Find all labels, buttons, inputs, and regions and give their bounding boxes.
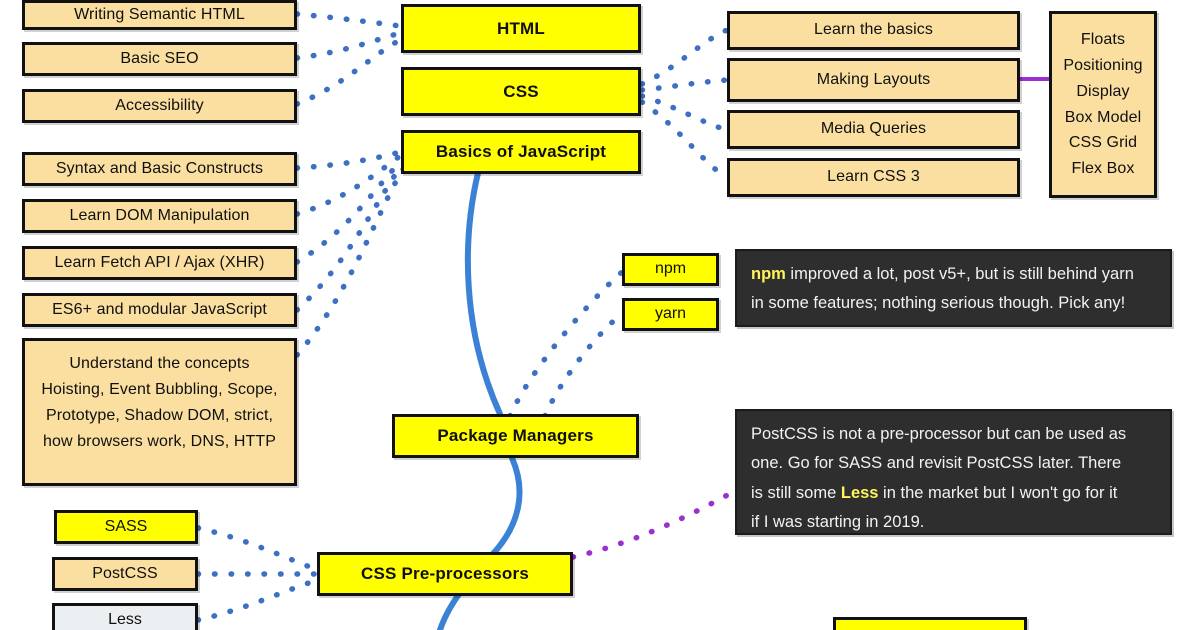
node-accessibility[interactable]: Accessibility bbox=[22, 89, 297, 123]
link-accessibility-to-html bbox=[294, 37, 403, 107]
node-layout-topics[interactable]: Floats Positioning Display Box Model CSS… bbox=[1049, 11, 1157, 198]
node-label: Less bbox=[108, 610, 142, 628]
node-making-layouts[interactable]: Making Layouts bbox=[727, 58, 1020, 102]
layout-topic-positioning: Positioning bbox=[1063, 56, 1143, 74]
note-npm-line-1: npm improved a lot, post v5+, but is sti… bbox=[751, 260, 1156, 289]
spine-preprocessors-down bbox=[437, 587, 465, 630]
node-learn-the-basics[interactable]: Learn the basics bbox=[727, 11, 1020, 50]
node-learn-css-3[interactable]: Learn CSS 3 bbox=[727, 158, 1020, 197]
node-label: Media Queries bbox=[820, 120, 927, 138]
link-dom-to-js bbox=[294, 153, 403, 217]
node-label: SASS bbox=[104, 517, 148, 535]
js-concepts-line-3: Prototype, Shadow DOM, strict, bbox=[45, 406, 274, 424]
node-writing-semantic-html[interactable]: Writing Semantic HTML bbox=[22, 0, 297, 30]
node-label: Learn Fetch API / Ajax (XHR) bbox=[54, 253, 265, 271]
link-concepts-to-js bbox=[294, 165, 407, 358]
node-learn-dom-manipulation[interactable]: Learn DOM Manipulation bbox=[22, 199, 297, 233]
node-label: Package Managers bbox=[437, 426, 594, 446]
node-label: HTML bbox=[496, 18, 545, 38]
link-pkg-to-npm bbox=[507, 269, 625, 419]
node-media-queries[interactable]: Media Queries bbox=[727, 110, 1020, 149]
node-label: Learn DOM Manipulation bbox=[69, 206, 250, 224]
note-postcss: PostCSS is not a pre-processor but can b… bbox=[735, 409, 1172, 535]
node-label: Basic SEO bbox=[120, 49, 199, 67]
js-concepts-line-1: Understand the concepts bbox=[69, 355, 250, 372]
node-learn-fetch-api-ajax[interactable]: Learn Fetch API / Ajax (XHR) bbox=[22, 246, 297, 280]
spine-package-managers-to-preprocessors bbox=[484, 455, 523, 563]
node-syntax-and-basic-constructs[interactable]: Syntax and Basic Constructs bbox=[22, 152, 297, 186]
node-sass[interactable]: SASS bbox=[54, 510, 198, 544]
node-label: ES6+ and modular JavaScript bbox=[52, 300, 267, 318]
layout-topic-box-model: Box Model bbox=[1064, 108, 1142, 126]
js-concepts-lines: Understand the concepts Hoisting, Event … bbox=[35, 341, 283, 463]
node-label: Basics of JavaScript bbox=[435, 142, 607, 162]
link-css-to-media bbox=[639, 93, 730, 133]
link-fetch-to-js bbox=[294, 157, 405, 265]
node-label: CSS Pre-processors bbox=[360, 564, 529, 584]
link-syntax-to-js bbox=[294, 149, 403, 171]
note-postcss-line-3: is still some Less in the market but I w… bbox=[751, 479, 1156, 508]
note-npm: npm improved a lot, post v5+, but is sti… bbox=[735, 249, 1172, 327]
node-label: Syntax and Basic Constructs bbox=[55, 159, 264, 177]
note-postcss-line-3-pre: is still some bbox=[751, 483, 841, 502]
note-npm-highlight: npm bbox=[751, 265, 786, 283]
link-es6-to-js bbox=[294, 161, 406, 313]
node-label: Writing Semantic HTML bbox=[74, 5, 245, 23]
node-npm[interactable]: npm bbox=[622, 253, 719, 286]
node-label: Making Layouts bbox=[816, 70, 931, 88]
link-basic-seo-to-html bbox=[294, 30, 403, 61]
link-css-to-layouts bbox=[639, 77, 730, 93]
node-label: Accessibility bbox=[115, 96, 204, 114]
node-postcss[interactable]: PostCSS bbox=[52, 557, 198, 591]
js-concepts-line-4: how browsers work, DNS, HTTP bbox=[42, 432, 277, 450]
layout-topic-display: Display bbox=[1076, 82, 1130, 100]
layout-topic-flex-box: Flex Box bbox=[1071, 160, 1135, 178]
node-label: PostCSS bbox=[92, 564, 158, 582]
note-npm-line-2: in some features; nothing serious though… bbox=[751, 294, 1126, 313]
spine-js-to-package-managers bbox=[464, 170, 503, 417]
note-postcss-line-2: one. Go for SASS and revisit PostCSS lat… bbox=[751, 454, 1122, 473]
link-preproc-to-postcss-note bbox=[570, 489, 736, 560]
node-es6-modular-javascript[interactable]: ES6+ and modular JavaScript bbox=[22, 293, 297, 327]
link-pkg-to-yarn bbox=[542, 311, 625, 419]
node-basic-seo[interactable]: Basic SEO bbox=[22, 42, 297, 76]
node-label: CSS bbox=[503, 81, 539, 101]
node-label: Learn CSS 3 bbox=[827, 168, 920, 186]
link-css-to-basics bbox=[639, 27, 730, 87]
link-semantic-html-to-html bbox=[294, 11, 403, 29]
node-less[interactable]: Less bbox=[52, 603, 198, 630]
note-postcss-line-1: PostCSS is not a pre-processor but can b… bbox=[751, 425, 1127, 443]
note-postcss-line-3-post: in the market but I won't go for it bbox=[878, 483, 1118, 502]
js-concepts-line-2: Hoisting, Event Bubbling, Scope, bbox=[41, 380, 278, 398]
node-js-concepts[interactable]: Understand the concepts Hoisting, Event … bbox=[22, 338, 297, 486]
note-npm-line-1-rest: improved a lot, post v5+, but is still b… bbox=[785, 265, 1134, 283]
link-css-to-css3 bbox=[639, 99, 730, 181]
layout-topic-css-grid: CSS Grid bbox=[1068, 134, 1138, 152]
layout-topic-floats: Floats bbox=[1080, 30, 1126, 48]
layout-topics-lines: Floats Positioning Display Box Model CSS… bbox=[1059, 17, 1146, 192]
node-html[interactable]: HTML bbox=[401, 4, 641, 53]
note-postcss-line-4: if I was starting in 2019. bbox=[751, 513, 925, 532]
node-package-managers[interactable]: Package Managers bbox=[392, 414, 639, 458]
link-less-to-preproc bbox=[195, 577, 321, 623]
node-yarn[interactable]: yarn bbox=[622, 298, 719, 331]
node-label: Learn the basics bbox=[813, 21, 933, 39]
node-basics-of-javascript[interactable]: Basics of JavaScript bbox=[401, 130, 641, 174]
node-css[interactable]: CSS bbox=[401, 67, 641, 116]
link-sass-to-preproc bbox=[195, 525, 321, 573]
node-label: yarn bbox=[654, 305, 687, 323]
note-postcss-highlight: Less bbox=[840, 483, 879, 502]
node-label: npm bbox=[654, 260, 687, 278]
node-css-pre-processors[interactable]: CSS Pre-processors bbox=[317, 552, 573, 596]
node-clipped-bottom[interactable] bbox=[833, 617, 1027, 630]
